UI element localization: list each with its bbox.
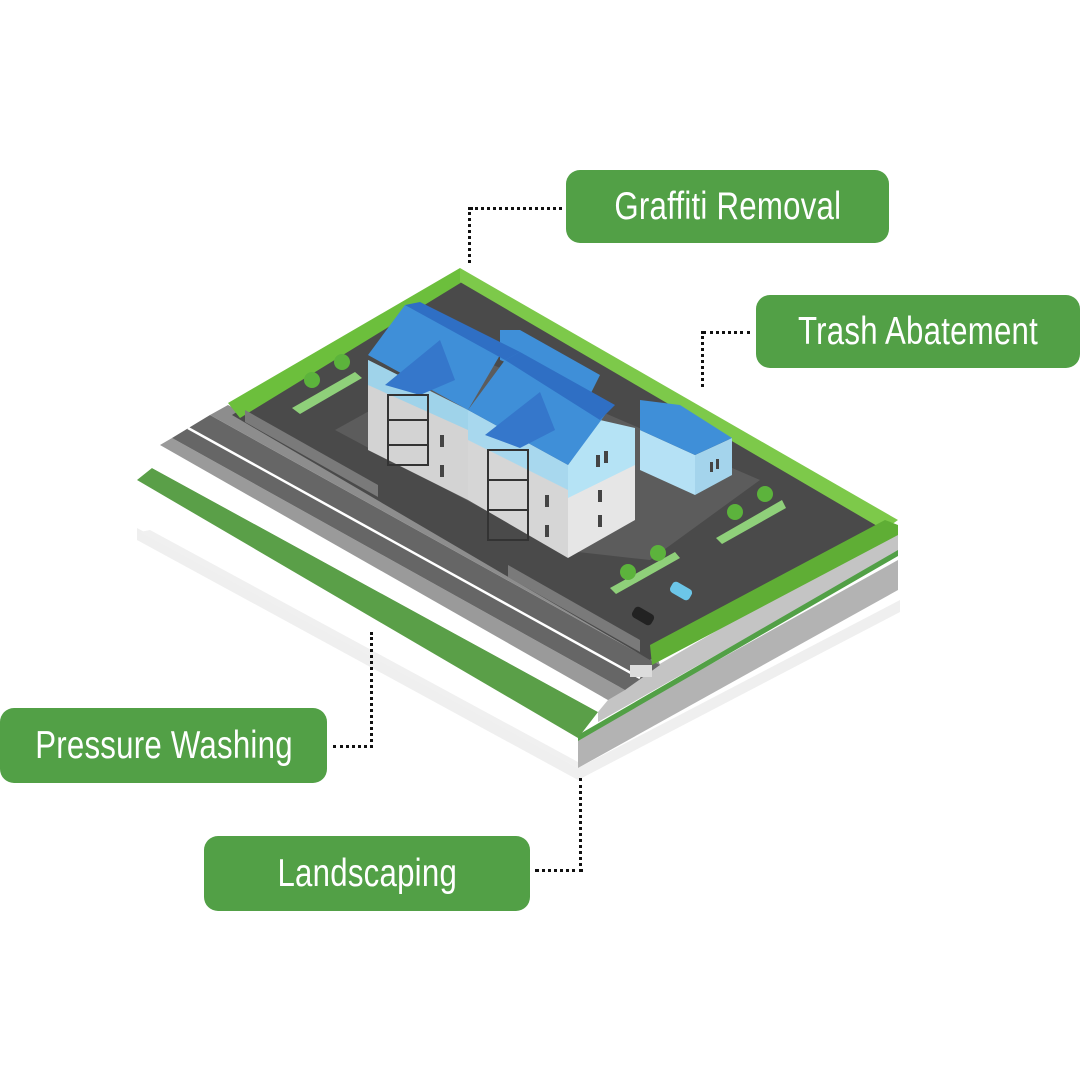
pressure-connector-v	[370, 632, 373, 748]
building-roof-ridge	[405, 302, 520, 360]
landscaping-connector-v	[579, 778, 582, 872]
building-end-wall-upper	[568, 420, 635, 498]
bus-stop	[630, 665, 652, 677]
road-curb	[160, 438, 625, 700]
trash-connector-v	[701, 331, 704, 387]
dormer	[385, 340, 455, 395]
car-blue	[669, 581, 693, 601]
small-building-roof	[640, 400, 732, 455]
pressure-connector-h	[333, 745, 373, 748]
windows	[440, 435, 719, 537]
parking-island	[610, 552, 680, 594]
parking-island	[716, 500, 786, 544]
balconies	[387, 394, 529, 541]
fence	[508, 565, 640, 652]
car-black	[631, 606, 655, 626]
base-grass-edge	[578, 550, 898, 741]
landscaping-label: Landscaping	[204, 836, 530, 911]
building-roof-ridge	[505, 352, 615, 420]
graffiti-connector-h	[470, 207, 562, 210]
sidewalk-inner	[210, 405, 660, 665]
pressure-washing-text: Pressure Washing	[34, 723, 293, 767]
fence	[245, 410, 378, 497]
trash-connector-h	[703, 331, 750, 334]
graffiti-connector-v	[468, 207, 471, 263]
trash-abatement-label: Trash Abatement	[756, 295, 1080, 368]
small-building-wall	[640, 430, 695, 495]
trash-abatement-text: Trash Abatement	[797, 309, 1039, 353]
landscaping-text: Landscaping	[277, 851, 457, 895]
pressure-washing-label: Pressure Washing	[0, 708, 327, 783]
small-building-wall	[695, 438, 732, 495]
road-line	[187, 426, 641, 680]
grass-strip	[137, 468, 598, 738]
ground-shadow-fill	[140, 530, 578, 768]
dormer	[485, 392, 555, 448]
rear-building-roof	[500, 330, 600, 395]
hedge-back-left	[228, 268, 462, 418]
graffiti-removal-text: Graffiti Removal	[614, 184, 841, 228]
landscaping-connector-h	[535, 869, 583, 872]
parking-island	[292, 372, 362, 414]
hedge-back-right	[460, 268, 898, 530]
tree-icons	[304, 354, 773, 580]
sidewalk	[152, 455, 608, 712]
graffiti-removal-label: Graffiti Removal	[566, 170, 889, 243]
base-slab-side	[578, 560, 898, 768]
hedge-front-right	[650, 520, 898, 665]
